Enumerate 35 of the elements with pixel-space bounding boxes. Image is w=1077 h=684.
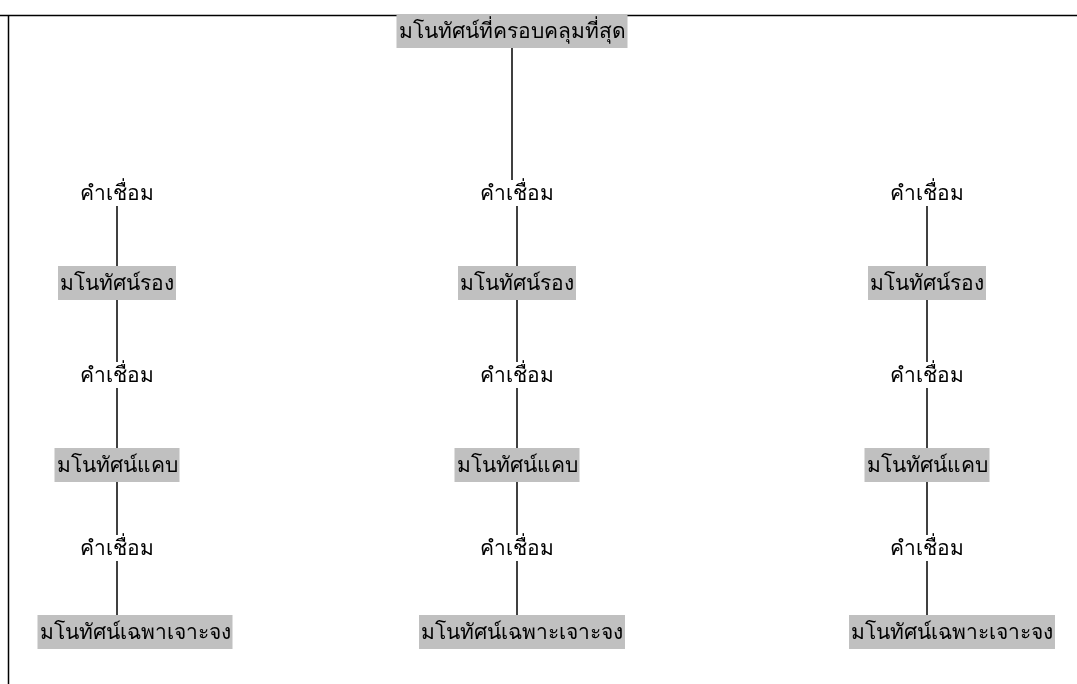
linking-word: คำเชื่อม [80, 535, 154, 561]
connector-line [926, 387, 928, 449]
concept-box: มโนทัศน์แคบ [54, 448, 180, 482]
concept-box: มโนทัศน์แคบ [454, 448, 580, 482]
linking-word: คำเชื่อม [890, 535, 964, 561]
connector-line [516, 481, 518, 536]
concept-box: มโนทัศน์รอง [868, 266, 986, 300]
linking-word: คำเชื่อม [890, 180, 964, 206]
concept-box: มโนทัศน์แคบ [864, 448, 990, 482]
concept-box: มโนทัศน์เฉพาะเจาะจง [849, 615, 1055, 649]
connector-line [116, 560, 118, 616]
linking-word: คำเชื่อม [480, 362, 554, 388]
connector-line [926, 560, 928, 616]
linking-word: คำเชื่อม [890, 362, 964, 388]
connector-line [116, 205, 118, 267]
concept-box: มโนทัศน์เฉพาเจาะจง [37, 615, 233, 649]
linking-word: คำเชื่อม [480, 180, 554, 206]
connector-line [516, 560, 518, 616]
connector-line [926, 299, 928, 363]
connector-line [516, 205, 518, 267]
linking-word: คำเชื่อม [80, 362, 154, 388]
concept-box: มโนทัศน์เฉพาะเจาะจง [419, 615, 625, 649]
connector-line [516, 387, 518, 449]
linking-word: คำเชื่อม [80, 180, 154, 206]
concept-box: มโนทัศน์ที่ครอบคลุมที่สุด [396, 14, 628, 48]
connector-line [511, 47, 513, 181]
connector-line [926, 481, 928, 536]
concept-box: มโนทัศน์รอง [458, 266, 576, 300]
connector-line [116, 387, 118, 449]
connector-line [516, 299, 518, 363]
connector-line [926, 205, 928, 267]
connector-line [116, 299, 118, 363]
linking-word: คำเชื่อม [480, 535, 554, 561]
concept-box: มโนทัศน์รอง [58, 266, 176, 300]
connector-line [116, 481, 118, 536]
